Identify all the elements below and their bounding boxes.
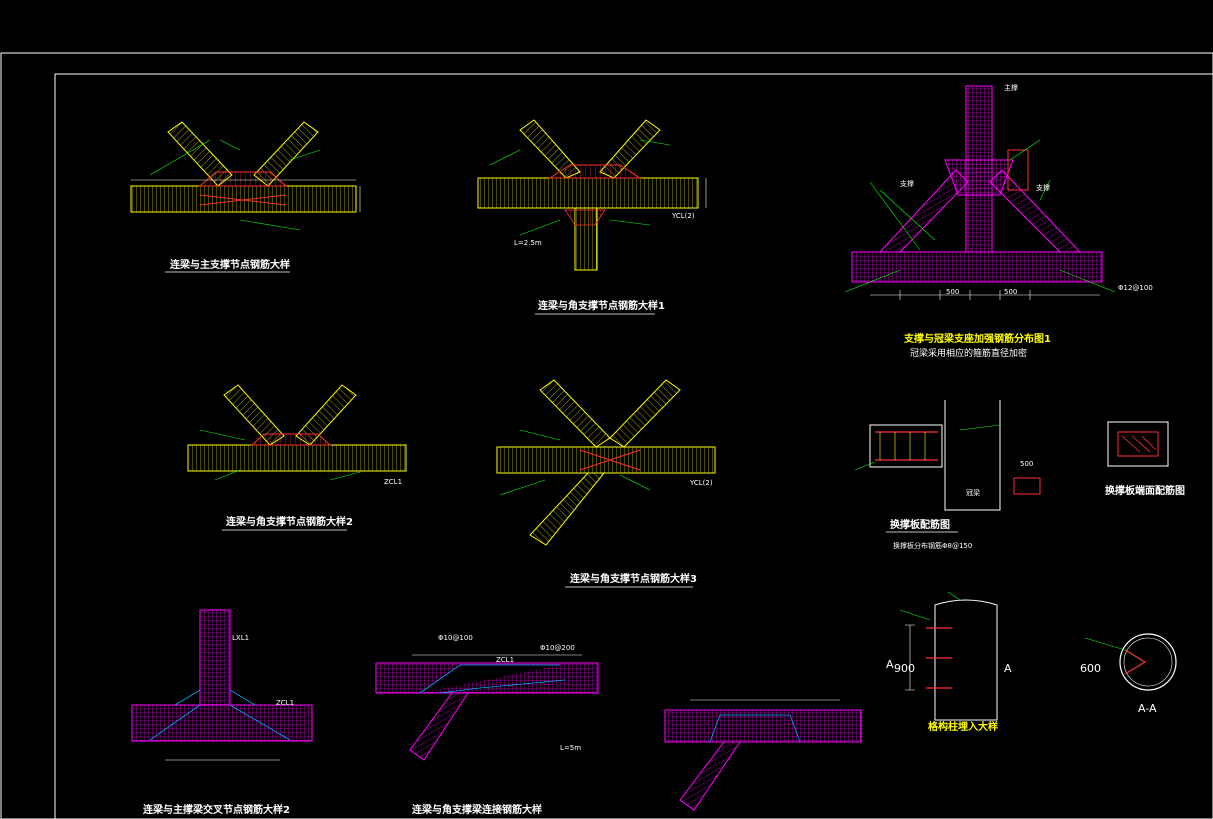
inner-frame xyxy=(54,73,1213,819)
detail-7 xyxy=(1107,421,1169,467)
title-detail-6: 换撑板配筋图 xyxy=(890,518,950,531)
title-detail-9: 连梁与主撑梁交叉节点钢筋大样2 xyxy=(143,803,290,816)
label-kw-crown: 冠梁 xyxy=(966,488,980,497)
label-section-a-r: A xyxy=(1004,662,1012,675)
label-dim-900: 900 xyxy=(894,662,915,675)
label-lxl1: LXL1 xyxy=(232,634,249,642)
title-detail-8: 格构柱埋入大样 xyxy=(928,720,998,733)
label-section-aa: A-A xyxy=(1138,702,1157,715)
label-zcl1-b: ZCL1 xyxy=(276,699,294,707)
detail-10: Φ10@100 Φ10@200 ZCL1 L=5m xyxy=(375,634,862,811)
title-detail-3: 支撑与冠梁支座加强钢筋分布图1 xyxy=(903,332,1051,345)
detail-5: YCL(2) xyxy=(496,379,716,546)
label-dim-600: 600 xyxy=(1080,662,1101,675)
label-kw-main: 主撑 xyxy=(1004,83,1018,92)
title-detail-10: 连梁与角支撑梁连接钢筋大样 xyxy=(412,803,542,816)
title-detail-2: 连梁与角支撑节点钢筋大样1 xyxy=(538,299,665,312)
subtitle-detail-3: 冠梁采用相应的箍筋直径加密 xyxy=(910,347,1027,359)
detail-9: LXL1 ZCL1 xyxy=(131,609,313,761)
title-detail-5: 连梁与角支撑节点钢筋大样3 xyxy=(570,572,697,585)
detail-4: ZCL1 xyxy=(187,384,407,486)
label-section-a-l: A xyxy=(886,658,894,671)
detail-3: 主撑 支撑 支撑 Φ12@100 500 500 xyxy=(844,83,1153,300)
label-rebar-c2: Φ10@200 xyxy=(540,644,575,652)
label-kw-brace-l: 支撑 xyxy=(900,179,914,188)
label-dim-500-a: 500 xyxy=(946,288,959,296)
label-len-b: L=5m xyxy=(560,744,581,752)
detail-2: YCL(2) L=2.5m xyxy=(477,119,707,271)
subtitle-detail-6: 换撑板分布钢筋Φ8@150 xyxy=(893,541,972,550)
title-detail-1: 连梁与主支撑节点钢筋大样 xyxy=(170,258,290,271)
label-ycl2-a: YCL(2) xyxy=(671,212,695,220)
title-detail-4: 连梁与角支撑节点钢筋大样2 xyxy=(226,515,353,528)
label-dim-500-c: 500 xyxy=(1020,460,1033,468)
detail-1 xyxy=(130,121,361,231)
label-len-a: L=2.5m xyxy=(514,239,542,247)
label-zcl1-c: ZCL1 xyxy=(496,656,514,664)
outer-frame xyxy=(0,52,1213,819)
detail-6: 500 冠梁 xyxy=(854,400,1041,511)
label-kw-brace-r: 支撑 xyxy=(1036,183,1050,192)
title-detail-7: 换撑板端面配筋图 xyxy=(1105,484,1185,497)
detail-8: 900 A A 600 A-A xyxy=(886,591,1177,721)
label-zcl1-a: ZCL1 xyxy=(384,478,402,486)
label-dim-500-b: 500 xyxy=(1004,288,1017,296)
label-rebar-b1: Φ10@100 xyxy=(438,634,473,642)
label-rebar-c1: Φ12@100 xyxy=(1118,284,1153,292)
label-ycl2-b: YCL(2) xyxy=(689,479,713,487)
